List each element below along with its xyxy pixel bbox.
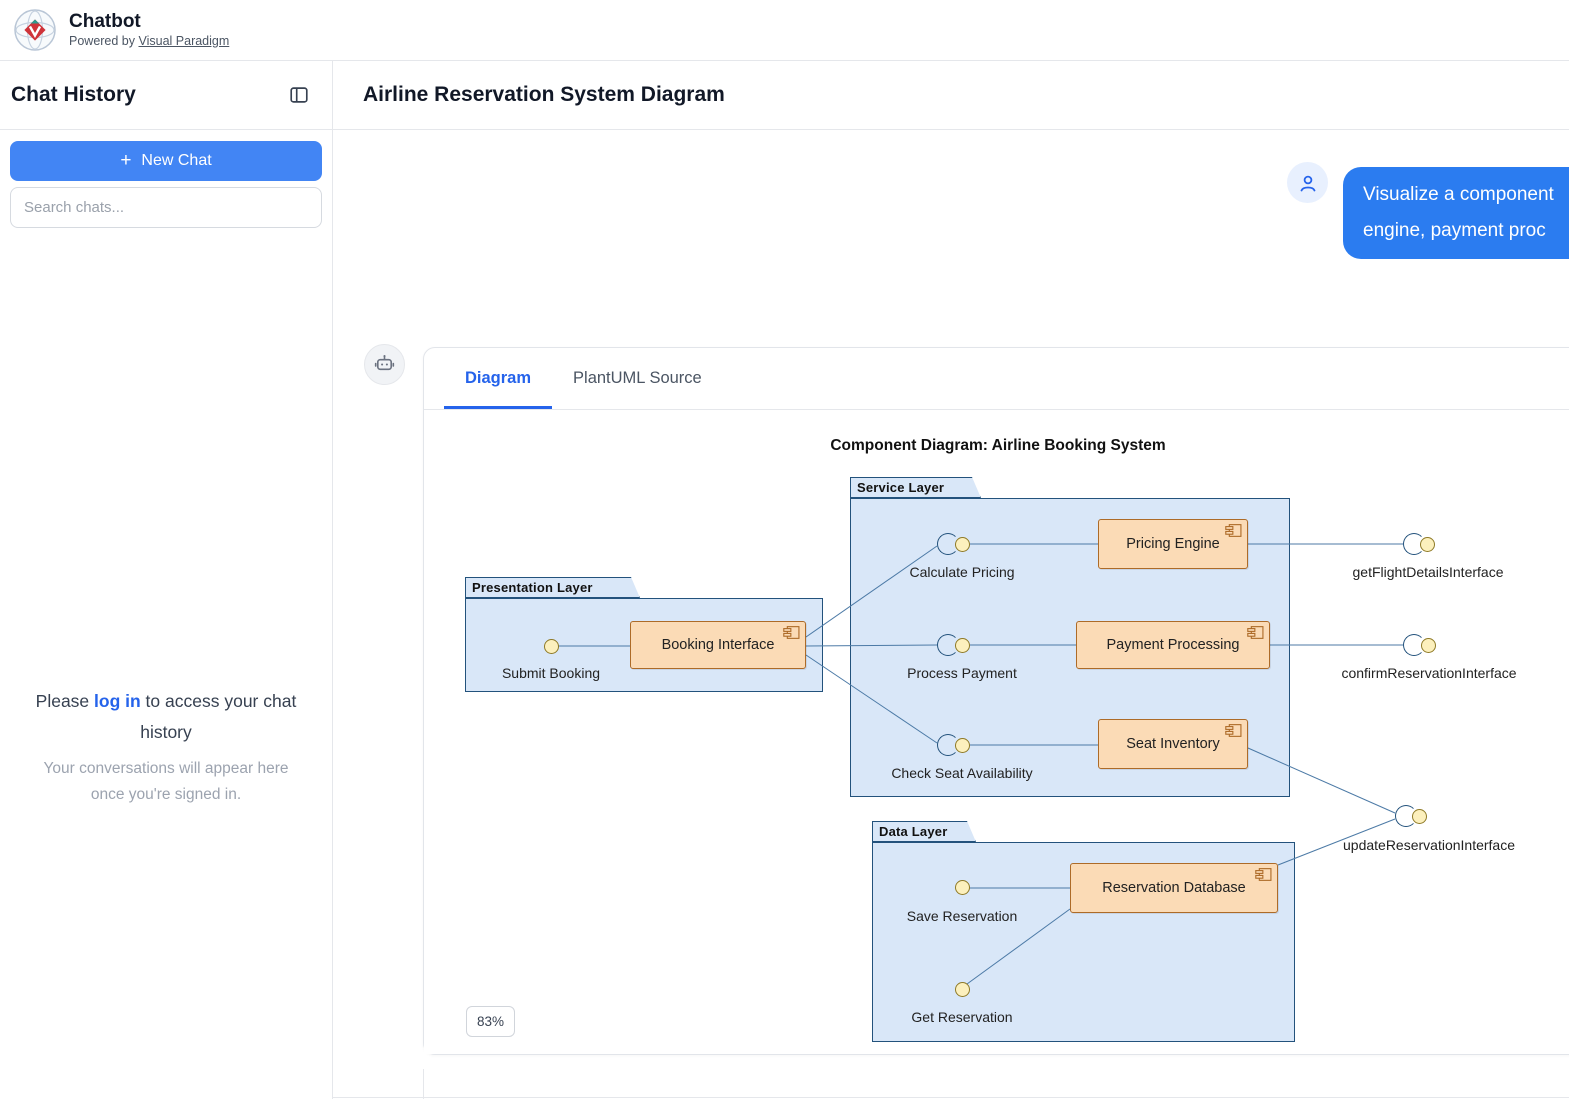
app-title-block: Chatbot Powered by Visual Paradigm xyxy=(69,11,229,49)
chat-history-sidebar: Chat History + New Chat Please log in to… xyxy=(0,61,333,1099)
diagram-title: Component Diagram: Airline Booking Syste… xyxy=(803,437,1193,455)
next-message-edge xyxy=(423,1069,425,1099)
interface-label-update-reservation: updateReservationInterface xyxy=(1343,837,1515,853)
zoom-level-badge[interactable]: 83% xyxy=(466,1006,515,1037)
diagram-result-card: Diagram PlantUML Source Component Diagra… xyxy=(423,347,1569,1055)
interface-label-process-payment: Process Payment xyxy=(907,665,1017,681)
component-payment-processing[interactable]: Payment Processing xyxy=(1076,621,1270,669)
sidebar-title: Chat History xyxy=(11,83,136,107)
top-bar: Chatbot Powered by Visual Paradigm xyxy=(0,0,1569,61)
new-chat-label: New Chat xyxy=(141,152,211,170)
login-note: Your conversations will appear here once… xyxy=(30,756,302,808)
login-prompt-post: to access your chat history xyxy=(140,691,296,742)
powered-by: Powered by Visual Paradigm xyxy=(69,33,229,49)
visual-paradigm-link[interactable]: Visual Paradigm xyxy=(138,34,229,48)
search-chats-input[interactable] xyxy=(10,187,322,228)
conversation-header: Airline Reservation System Diagram xyxy=(333,61,1569,130)
powered-by-prefix: Powered by xyxy=(69,34,138,48)
interface-circle-get-flight-details[interactable] xyxy=(1420,537,1435,552)
interface-circle-check-seat-availability[interactable] xyxy=(955,738,970,753)
interface-circle-save-reservation[interactable] xyxy=(955,880,970,895)
user-message-line: Visualize a component xyxy=(1363,177,1569,213)
interface-label-save-reservation: Save Reservation xyxy=(907,908,1018,924)
component-label: Pricing Engine xyxy=(1126,536,1220,552)
interface-circle-process-payment[interactable] xyxy=(955,638,970,653)
component-seat-inventory[interactable]: Seat Inventory xyxy=(1098,719,1248,769)
interface-circle-submit-booking[interactable] xyxy=(544,639,559,654)
component-label: Payment Processing xyxy=(1107,637,1240,653)
component-reservation-database[interactable]: Reservation Database xyxy=(1070,863,1278,913)
component-icon xyxy=(1225,724,1242,737)
collapse-sidebar-icon[interactable] xyxy=(288,84,310,106)
interface-label-submit-booking: Submit Booking xyxy=(502,665,600,681)
user-avatar xyxy=(1287,162,1328,203)
interface-label-calculate-pricing: Calculate Pricing xyxy=(909,564,1014,580)
component-icon xyxy=(1247,626,1264,639)
tab-plantuml-source[interactable]: PlantUML Source xyxy=(552,348,723,409)
user-message-line: engine, payment proc xyxy=(1363,213,1569,249)
interface-label-check-seat-availability: Check Seat Availability xyxy=(891,765,1032,781)
new-chat-button[interactable]: + New Chat xyxy=(10,141,322,181)
login-prompt-block: Please log in to access your chat histor… xyxy=(30,686,302,808)
log-in-link[interactable]: log in xyxy=(94,691,141,711)
connector-lines xyxy=(424,410,1565,1054)
login-prompt-pre: Please xyxy=(36,691,94,711)
app-title: Chatbot xyxy=(69,11,229,33)
sidebar-header: Chat History xyxy=(0,61,332,130)
bot-avatar xyxy=(364,344,405,385)
package-tab-presentation-layer: Presentation Layer xyxy=(465,577,640,598)
component-label: Booking Interface xyxy=(662,637,775,653)
uml-diagram-canvas[interactable]: Component Diagram: Airline Booking Syste… xyxy=(424,410,1569,1054)
interface-label-confirm-reservation: confirmReservationInterface xyxy=(1341,665,1516,681)
component-label: Reservation Database xyxy=(1102,880,1245,896)
component-label: Seat Inventory xyxy=(1126,736,1220,752)
component-icon xyxy=(1255,868,1272,881)
component-booking-interface[interactable]: Booking Interface xyxy=(630,621,806,669)
visual-paradigm-logo-icon xyxy=(13,8,57,52)
tab-bar: Diagram PlantUML Source xyxy=(424,348,1569,410)
interface-circle-get-reservation[interactable] xyxy=(955,982,970,997)
login-prompt: Please log in to access your chat histor… xyxy=(30,686,302,748)
interface-circle-update-reservation[interactable] xyxy=(1412,809,1427,824)
interface-circle-calculate-pricing[interactable] xyxy=(955,537,970,552)
bottom-divider xyxy=(333,1097,1569,1098)
interface-circle-confirm-reservation[interactable] xyxy=(1421,638,1436,653)
tab-diagram[interactable]: Diagram xyxy=(444,348,552,409)
package-tab-service-layer: Service Layer xyxy=(850,477,981,498)
plus-icon: + xyxy=(120,150,131,172)
interface-label-get-reservation: Get Reservation xyxy=(911,1009,1012,1025)
package-tab-data-layer: Data Layer xyxy=(872,821,976,842)
component-icon xyxy=(783,626,800,639)
user-message-bubble: Visualize a component engine, payment pr… xyxy=(1343,167,1569,259)
interface-label-get-flight-details: getFlightDetailsInterface xyxy=(1353,564,1504,580)
component-icon xyxy=(1225,524,1242,537)
component-pricing-engine[interactable]: Pricing Engine xyxy=(1098,519,1248,569)
page-title: Airline Reservation System Diagram xyxy=(363,83,725,107)
